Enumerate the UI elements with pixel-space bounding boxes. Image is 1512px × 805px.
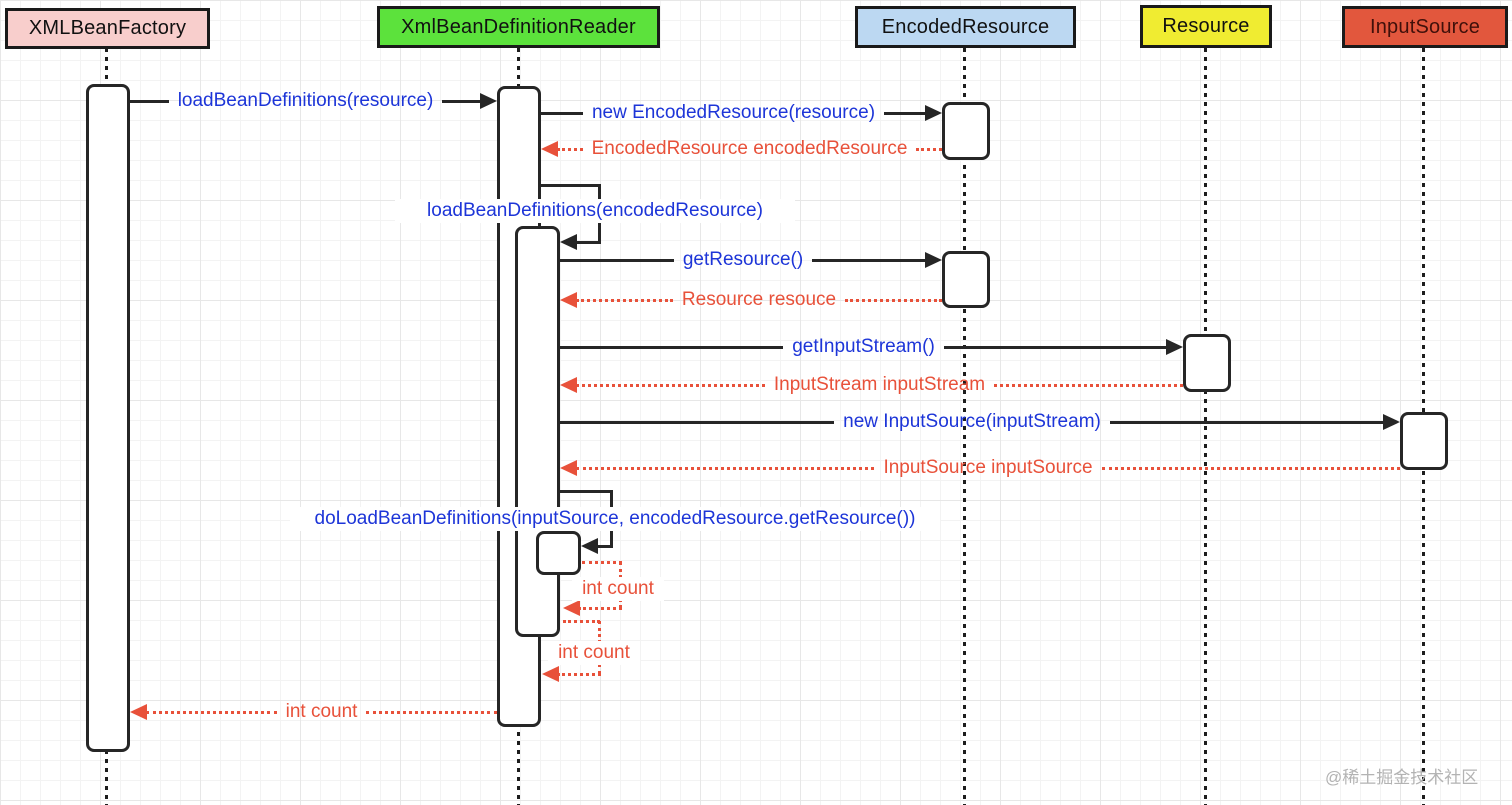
message-line [130, 99, 169, 103]
activation-reader-2 [515, 226, 560, 637]
message-line [576, 298, 673, 302]
message-new-encodedresource: new EncodedResource(resource) [541, 101, 943, 125]
participant-header-xmlbeanfactory: XMLBeanFactory [5, 8, 210, 49]
activation-resource [1183, 334, 1231, 392]
message-label: getResource() [682, 249, 804, 270]
selfreturn-line [582, 561, 622, 564]
message-line [560, 258, 674, 262]
message-line [884, 111, 927, 115]
message-label: InputStream inputStream [773, 374, 986, 395]
message-label: new InputSource(inputStream) [843, 411, 1101, 432]
arrowhead-right-icon [1383, 414, 1400, 430]
arrowhead-left-icon [581, 538, 598, 554]
selfcall-loop-line [575, 241, 601, 244]
participant-header-xmlbeandefinitionreader: XmlBeanDefinitionReader [377, 6, 660, 48]
message-line [916, 147, 943, 151]
arrowhead-left-icon [560, 234, 577, 250]
message-line [1109, 420, 1384, 424]
message-label: Resource resouce [681, 289, 837, 310]
selfreturn-line [578, 607, 622, 610]
arrowhead-left-icon [541, 141, 558, 157]
message-getinputstream: getInputStream() [560, 335, 1184, 359]
message-line [541, 111, 583, 115]
message-line [994, 383, 1183, 387]
arrowhead-left-icon [563, 600, 580, 616]
message-line [560, 420, 835, 424]
arrowhead-right-icon [925, 252, 943, 268]
arrowhead-right-icon [1166, 339, 1184, 355]
activation-xmlbeanfactory [86, 84, 130, 752]
participant-header-encodedresource: EncodedResource [855, 6, 1076, 48]
participant-header-resource: Resource [1140, 5, 1272, 48]
message-line [812, 258, 927, 262]
message-line [845, 298, 943, 302]
message-label: new EncodedResource(resource) [591, 102, 876, 123]
return-resource: Resource resouce [560, 288, 943, 312]
lifeline-encodedresource [963, 48, 966, 805]
message-label: InputSource inputSource [883, 457, 1093, 478]
arrowhead-left-icon [560, 460, 577, 476]
selfcall-label: doLoadBeanDefinitions(inputSource, encod… [290, 507, 940, 531]
message-label: loadBeanDefinitions(resource) [177, 90, 434, 111]
arrowhead-left-icon [560, 292, 577, 308]
return-inputstream: InputStream inputStream [560, 373, 1183, 397]
message-line [560, 345, 784, 349]
message-loadbeandefinitions-resource: loadBeanDefinitions(resource) [130, 89, 497, 113]
message-label: EncodedResource encodedResource [591, 138, 908, 159]
message-line [366, 710, 498, 714]
message-line [1101, 466, 1401, 470]
watermark-text: @稀土掘金技术社区 [1325, 768, 1479, 787]
selfreturn-line [557, 673, 601, 676]
message-line [943, 345, 1168, 349]
selfcall-loop-line [596, 545, 613, 548]
message-line [557, 147, 583, 151]
selfcall-label: loadBeanDefinitions(encodedResource) [395, 199, 795, 223]
message-getresource: getResource() [560, 248, 943, 272]
lifeline-resource [1204, 48, 1207, 805]
arrowhead-right-icon [480, 93, 497, 109]
return-encodedresource: EncodedResource encodedResource [541, 137, 943, 161]
activation-encodedresource-2 [942, 251, 990, 308]
return-inputsource: InputSource inputSource [560, 456, 1401, 480]
message-line [576, 383, 765, 387]
activation-encodedresource-1 [942, 102, 990, 160]
message-line [442, 99, 481, 103]
activation-inputsource [1400, 412, 1448, 470]
message-new-inputsource: new InputSource(inputStream) [560, 410, 1400, 434]
return-int-count: int count [130, 700, 498, 724]
activation-reader-3 [536, 531, 581, 575]
arrowhead-left-icon [130, 704, 147, 720]
arrowhead-left-icon [542, 666, 559, 682]
arrowhead-left-icon [560, 377, 577, 393]
arrowhead-right-icon [925, 105, 943, 121]
participant-header-inputsource: InputSource [1342, 6, 1508, 48]
selfreturn-line [563, 620, 600, 623]
selfreturn-label: int count [572, 577, 664, 601]
message-label: getInputStream() [792, 336, 935, 357]
message-label: int count [285, 701, 358, 722]
message-line [576, 466, 875, 470]
selfreturn-label: int count [548, 641, 640, 665]
message-line [146, 710, 277, 714]
